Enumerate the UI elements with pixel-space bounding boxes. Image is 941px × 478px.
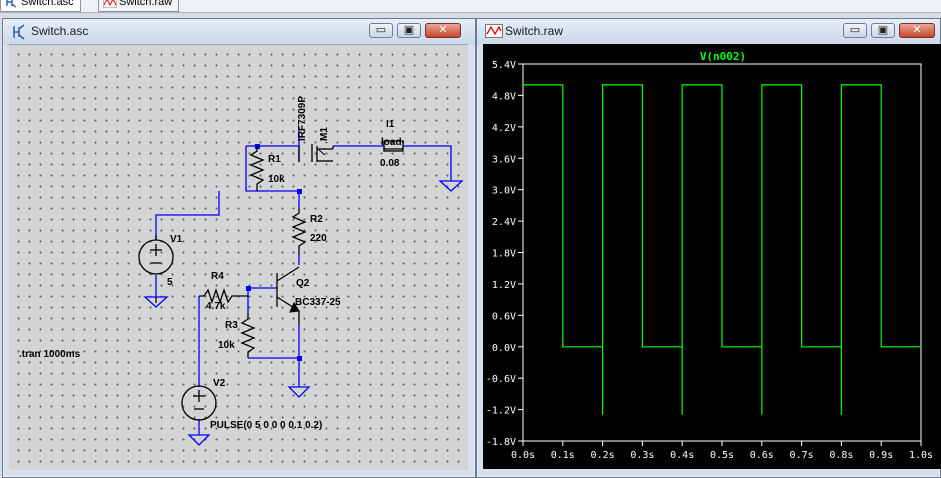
minimize-icon: ▭ [849, 23, 861, 36]
waveform-icon [485, 24, 503, 43]
restore-icon: ▣ [403, 23, 415, 36]
components [138, 140, 404, 421]
y-tick-label: 0.0V [492, 343, 516, 354]
trace-title[interactable]: V(n002) [700, 50, 746, 63]
y-tick-label: -1.2V [486, 406, 516, 417]
close-button[interactable]: ✕ [425, 23, 461, 38]
r2-value-label: 220 [310, 233, 327, 244]
m1-part-label: IRF7309P [297, 96, 308, 141]
y-tick-label: -1.8V [486, 437, 516, 448]
x-tick-label: 0.4s [670, 450, 694, 461]
x-tick-label: 0.2s [591, 450, 615, 461]
y-tick-label: -0.6V [486, 374, 516, 385]
chart-svg[interactable]: V(n002) 5.4V 4.8V 4.2V 3.6V 3.0V 2.4V 1.8V 1.2V… [483, 44, 941, 469]
restore-button[interactable]: ▣ [397, 23, 421, 38]
r2-name-label: R2 [310, 214, 323, 225]
window-title: Switch.raw [505, 24, 564, 38]
r4-name-label: R4 [211, 271, 224, 282]
minimize-button[interactable]: ▭ [843, 23, 867, 38]
y-tick-label: 3.6V [492, 154, 516, 165]
x-tick-label: 0.3s [630, 450, 654, 461]
y-tick-label: 3.0V [492, 186, 516, 197]
x-tick-label: 0.0s [511, 450, 535, 461]
restore-icon: ▣ [877, 23, 889, 36]
tab-label: Switch.asc [21, 0, 74, 8]
transistor-icon [11, 24, 25, 45]
series-line-vn002[interactable] [523, 84, 921, 415]
r1-value-label: 10k [268, 174, 285, 185]
close-icon: ✕ [912, 23, 922, 36]
minimize-icon: ▭ [375, 23, 387, 36]
r3-value-label: 10k [218, 340, 235, 351]
x-tick-label: 0.5s [710, 450, 734, 461]
plot-titlebar[interactable]: Switch.raw ▭ ▣ ✕ [477, 19, 940, 45]
x-tick-label: 0.1s [551, 450, 575, 461]
window-title: Switch.asc [31, 24, 89, 38]
i1-model-label: load [381, 137, 402, 148]
x-tick-label: 0.6s [750, 450, 774, 461]
transistor-icon [5, 0, 17, 14]
minimize-button[interactable]: ▭ [369, 23, 393, 38]
schematic-titlebar[interactable]: Switch.asc ▭ ▣ ✕ [3, 19, 475, 45]
schematic-canvas[interactable]: IRF7309P M1 I1 load 0.08 R1 10k R2 220 V… [9, 44, 468, 470]
q2-name-label: Q2 [296, 278, 310, 289]
x-tick-label: 0.9s [869, 450, 893, 461]
y-tick-label: 1.8V [492, 249, 516, 260]
i1-value-label: 0.08 [380, 158, 400, 169]
close-icon: ✕ [438, 23, 448, 36]
symbol-marks [150, 149, 326, 410]
tab-label: Switch.raw [119, 0, 173, 8]
tab-switch-asc[interactable]: Switch.asc [0, 0, 81, 12]
y-tick-label: 0.6V [492, 311, 516, 322]
y-tick-label: 4.2V [492, 123, 516, 134]
waveform-icon [102, 0, 118, 14]
y-tick-label: 2.4V [492, 217, 516, 228]
y-tick-label: 4.8V [492, 91, 516, 102]
x-tick-label: 0.8s [829, 450, 853, 461]
y-tick-label: 1.2V [492, 280, 516, 291]
x-tick-label: 0.7s [790, 450, 814, 461]
r1-name-label: R1 [268, 154, 281, 165]
document-tab-strip: Switch.asc Switch.raw [0, 0, 941, 13]
close-button[interactable]: ✕ [899, 23, 935, 38]
m1-name-label: M1 [319, 127, 330, 141]
r3-name-label: R3 [225, 320, 238, 331]
waveform-plot[interactable]: V(n002) 5.4V 4.8V 4.2V 3.6V 3.0V 2.4V 1.8V 1.2V… [483, 44, 941, 469]
r4-resistor [199, 287, 248, 305]
i1-name-label: I1 [386, 119, 395, 130]
r2-resistor [291, 208, 307, 255]
v2-value-label: PULSE(0 5 0 0 0 0.1 0.2) [210, 420, 322, 431]
v1-name-label: V1 [170, 234, 183, 245]
v2-name-label: V2 [213, 378, 226, 389]
tab-switch-raw[interactable]: Switch.raw [98, 0, 180, 14]
r3-resistor [240, 313, 256, 358]
x-tick-label: 1.0s [909, 450, 933, 461]
q2-part-label: BC337-25 [295, 297, 341, 308]
r4-value-label: 4.7k [206, 301, 226, 312]
v1-value-label: 5 [167, 277, 173, 288]
tran-directive[interactable]: .tran 1000ms [19, 349, 81, 360]
ground-symbols [143, 180, 464, 446]
r1-resistor [249, 146, 265, 191]
restore-button[interactable]: ▣ [871, 23, 895, 38]
y-tick-label: 5.4V [492, 60, 516, 71]
